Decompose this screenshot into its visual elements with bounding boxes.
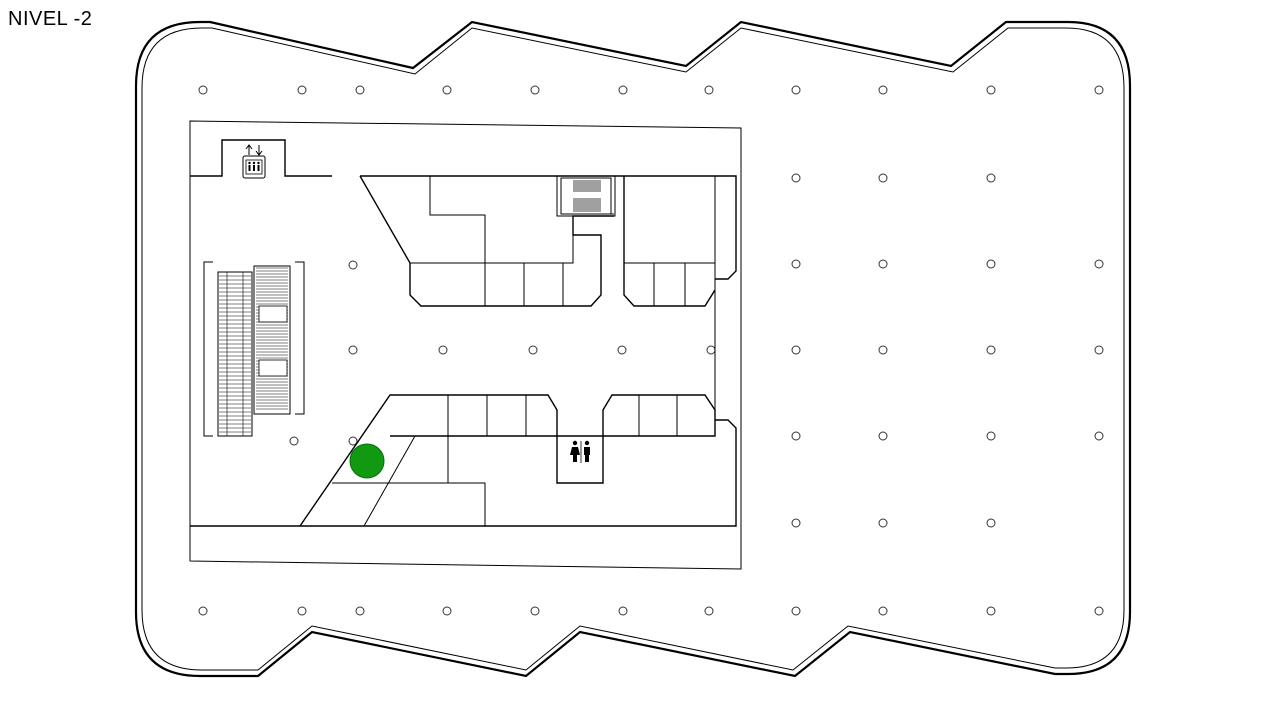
stairs-icon <box>573 180 614 215</box>
restroom-icon <box>570 440 590 463</box>
elevator-icon <box>242 144 266 179</box>
columns <box>198 85 1104 616</box>
shops-bottom <box>299 394 716 527</box>
level-label: NIVEL -2 <box>8 8 93 30</box>
location-marker[interactable] <box>349 443 385 479</box>
building-outline <box>134 20 1132 678</box>
escalator-icon <box>203 261 305 437</box>
inner-zone <box>189 120 742 570</box>
shops-top <box>359 175 716 307</box>
